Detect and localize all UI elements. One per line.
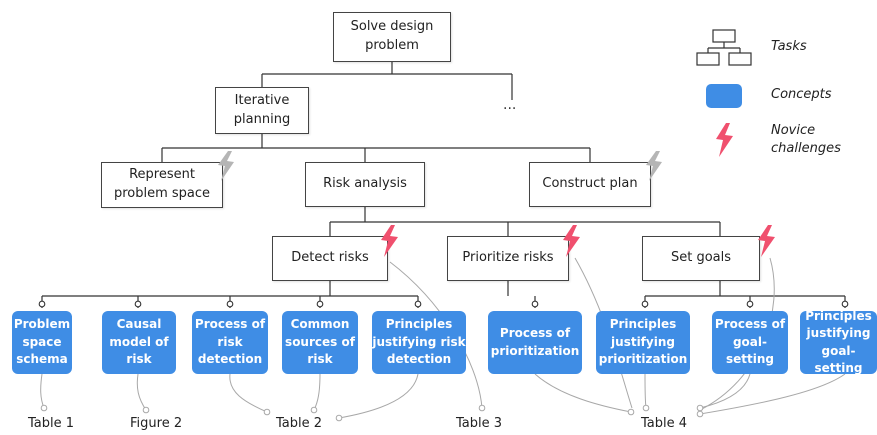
task-risk-analysis: Risk analysis: [305, 162, 425, 207]
task-set-goals: Set goals: [642, 236, 760, 281]
concept-common-sources-of-risk: Common sources of risk: [282, 311, 358, 374]
challenge-bolt-icon: [758, 225, 775, 257]
concept-problem-space-schema: Problem space schema: [12, 311, 72, 374]
legend-concept-swatch: [706, 84, 742, 108]
hierarchy-icon: [696, 29, 752, 66]
legend-tasks-label: Tasks: [771, 39, 807, 54]
challenge-bolt-icon: [381, 225, 398, 257]
task-iterative-planning: Iterative planning: [215, 87, 309, 134]
concept-process-of-prioritization: Process of prioritization: [488, 311, 582, 374]
concept-process-of-goal-setting: Process of goal- setting: [712, 311, 788, 374]
task-detect-risks: Detect risks: [272, 236, 388, 281]
lightning-bolt-icon: [716, 123, 733, 157]
challenge-bolt-icon: [563, 225, 580, 257]
challenge-bolt-icon: [646, 151, 662, 181]
concept-principles-prioritization: Principles justifying prioritization: [596, 311, 690, 374]
ref-figure-2: Figure 2: [130, 416, 183, 431]
task-construct-plan: Construct plan: [529, 162, 651, 207]
ref-table-4: Table 4: [641, 416, 688, 431]
challenge-bolt-icon: [218, 151, 234, 181]
task-prioritize-risks: Prioritize risks: [447, 236, 569, 281]
task-represent-problem-space: Represent problem space: [101, 162, 223, 208]
concept-process-of-risk-detection: Process of risk detection: [192, 311, 268, 374]
legend-concepts-label: Concepts: [771, 87, 832, 102]
concept-principles-goal-setting: Principles justifying goal-setting: [800, 309, 877, 375]
ref-table-3: Table 3: [456, 416, 503, 431]
legend-challenges-label: Novice challenges: [771, 123, 841, 157]
concept-causal-model-of-risk: Causal model of risk: [102, 311, 176, 374]
task-solve-design-problem: Solve design problem: [333, 12, 451, 62]
concept-principles-risk-detection: Principles justifying risk detection: [372, 311, 466, 374]
more-tasks-ellipsis: ...: [503, 97, 517, 113]
ref-table-2: Table 2: [276, 416, 323, 431]
ref-table-1: Table 1: [28, 416, 75, 431]
